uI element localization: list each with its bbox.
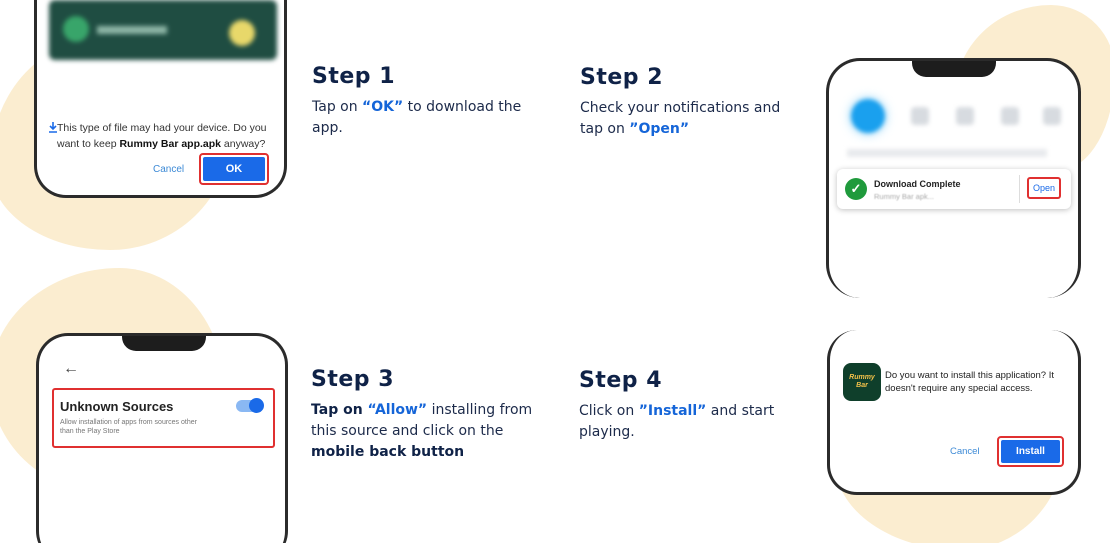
cancel-button[interactable]: Cancel: [950, 446, 980, 457]
step-2: Step 2 Check your notifications and tap …: [580, 65, 800, 140]
step-instruction: Check your notifications and tap on ”Ope…: [580, 100, 781, 137]
step-title: Step 2: [580, 65, 663, 90]
install-highlight-box: Install: [997, 436, 1064, 467]
step-title: Step 3: [311, 367, 394, 392]
step-instruction: Tap on “OK” to download the app.: [312, 99, 522, 136]
phone-download-prompt: This type of file may had your device. D…: [34, 0, 287, 198]
blurred-quick-settings: [851, 99, 1061, 135]
step-title: Step 1: [312, 64, 395, 89]
notification-card[interactable]: ✓ Download Complete Rummy Bar apk... Ope…: [837, 169, 1071, 209]
notification-title: Download Complete: [874, 179, 961, 189]
phone-notch: [122, 336, 206, 351]
file-name: Rummy Bar app.apk: [119, 138, 221, 150]
ok-button[interactable]: OK: [203, 157, 265, 181]
step-3: Step 3 Tap on “Allow” installing from th…: [311, 367, 551, 463]
step-1: Step 1 Tap on “OK” to download the app.: [312, 64, 552, 139]
allow-toggle[interactable]: [236, 398, 264, 413]
ok-highlight-box: OK: [199, 153, 269, 185]
download-warning-text: This type of file may had your device. D…: [57, 122, 267, 150]
phone-install-prompt: Rummy Bar Do you want to install this ap…: [827, 330, 1081, 495]
app-logo: Rummy Bar: [843, 363, 881, 401]
step-title: Step 4: [579, 368, 662, 393]
download-icon: [49, 122, 57, 133]
step-4: Step 4 Click on ”Install” and start play…: [579, 368, 799, 443]
phone-unknown-sources: ← Unknown Sources Allow installation of …: [36, 333, 288, 543]
notification-file: Rummy Bar apk...: [874, 192, 935, 201]
step-instruction: Tap on “Allow” installing from this sour…: [311, 402, 533, 460]
blurred-banner: [49, 0, 277, 60]
install-question: Do you want to install this application?…: [885, 370, 1054, 394]
phone-notification: ✓ Download Complete Rummy Bar apk... Ope…: [826, 58, 1081, 298]
unknown-sources-setting[interactable]: Unknown Sources Allow installation of ap…: [52, 388, 275, 448]
phone-notch: [912, 61, 996, 77]
setting-title: Unknown Sources: [60, 399, 174, 414]
install-button[interactable]: Install: [1001, 440, 1060, 463]
open-button[interactable]: Open: [1027, 177, 1061, 199]
arrow-left-icon[interactable]: ←: [63, 360, 79, 377]
setting-description: Allow installation of apps from sources …: [60, 419, 197, 435]
step-instruction: Click on ”Install” and start playing.: [579, 403, 775, 440]
cancel-button[interactable]: Cancel: [153, 164, 185, 175]
check-circle-icon: ✓: [845, 178, 867, 200]
